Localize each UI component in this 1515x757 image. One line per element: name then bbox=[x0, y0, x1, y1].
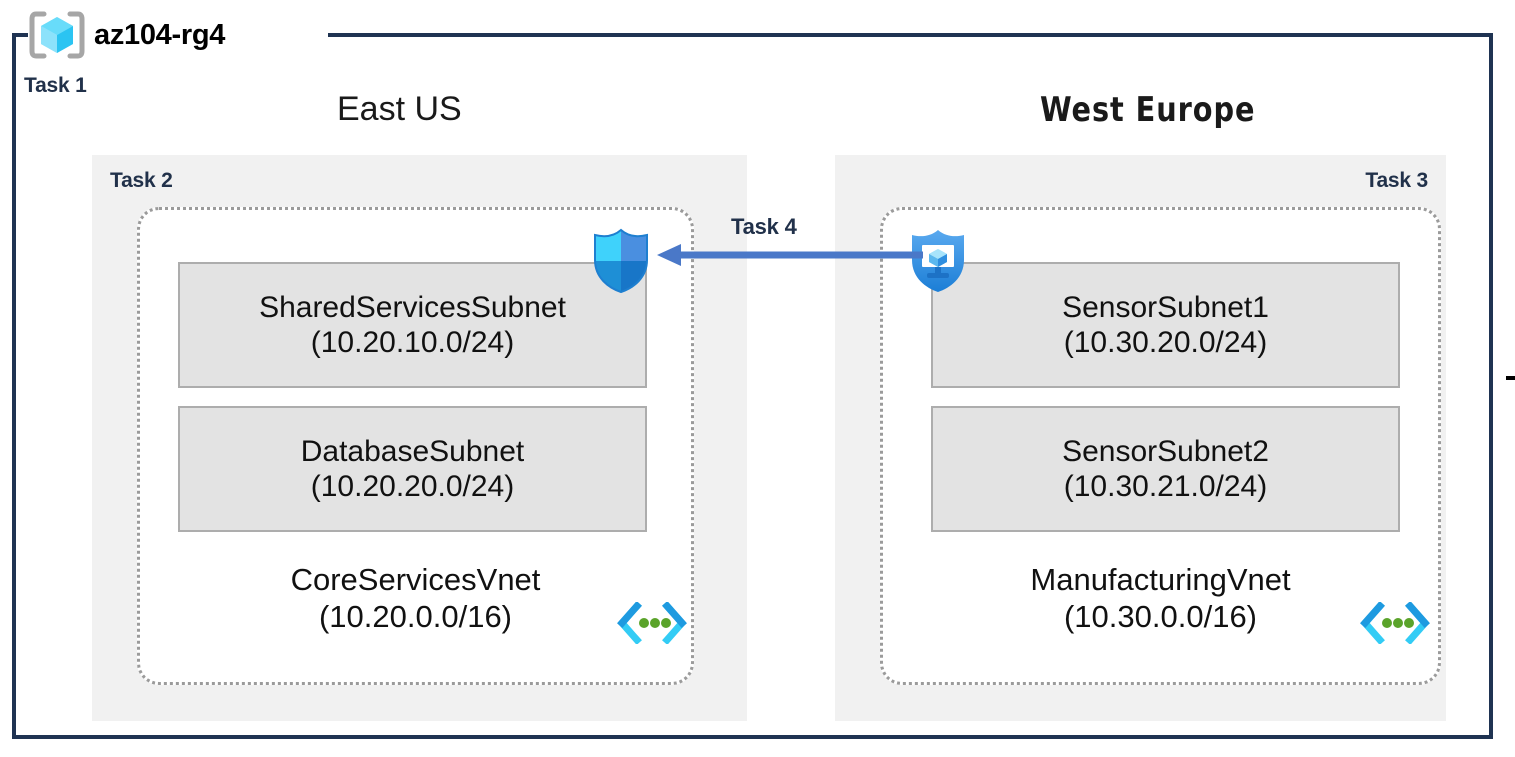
task-2-label: Task 2 bbox=[110, 169, 173, 192]
subnet-cidr: (10.20.10.0/24) bbox=[310, 326, 515, 359]
resource-group-header: az104-rg4 bbox=[28, 11, 225, 59]
subnet-database: DatabaseSubnet (10.20.20.0/24) bbox=[178, 406, 647, 532]
subnet-name: DatabaseSubnet bbox=[300, 434, 525, 468]
edge-tick-mark bbox=[1506, 376, 1515, 380]
vnet-core-services: SharedServicesSubnet (10.20.10.0/24) Dat… bbox=[137, 207, 694, 685]
task-1-label: Task 1 bbox=[24, 74, 87, 97]
virtual-network-icon bbox=[617, 601, 687, 645]
vnet-cidr: (10.20.0.0/16) bbox=[318, 598, 513, 634]
vnet-caption-manufacturing: ManufacturingVnet (10.30.0.0/16) bbox=[883, 562, 1438, 635]
vnet-caption-core-services: CoreServicesVnet (10.20.0.0/16) bbox=[140, 562, 691, 635]
subnet-name: SensorSubnet1 bbox=[1062, 290, 1269, 324]
vnet-name: ManufacturingVnet bbox=[1030, 562, 1291, 597]
subnet-shared-services: SharedServicesSubnet (10.20.10.0/24) bbox=[178, 262, 647, 388]
virtual-network-icon bbox=[1360, 601, 1430, 645]
subnet-cidr: (10.30.21.0/24) bbox=[1063, 470, 1268, 503]
region-title-east-us: East US bbox=[337, 90, 462, 128]
resource-group-title: az104-rg4 bbox=[94, 18, 226, 51]
region-panel-west-europe: Task 3 SensorSubnet1 (10.30.20.0/24) Sen… bbox=[835, 155, 1446, 721]
vnet-cidr: (10.30.0.0/16) bbox=[1063, 598, 1258, 634]
subnet-cidr: (10.30.20.0/24) bbox=[1063, 326, 1268, 359]
subnet-name: SensorSubnet2 bbox=[1062, 434, 1269, 468]
virtual-machine-shield-icon bbox=[908, 228, 968, 294]
task-3-label: Task 3 bbox=[1365, 169, 1428, 192]
vnet-manufacturing: SensorSubnet1 (10.30.20.0/24) SensorSubn… bbox=[880, 207, 1441, 685]
task-4-label: Task 4 bbox=[731, 214, 797, 239]
resource-group-title-gap bbox=[28, 18, 328, 52]
vnet-name: CoreServicesVnet bbox=[290, 562, 541, 597]
subnet-name: SharedServicesSubnet bbox=[259, 290, 566, 324]
region-title-west-europe: West Europe bbox=[1040, 90, 1256, 130]
peering-arrow-icon bbox=[655, 233, 923, 277]
resource-group-frame bbox=[12, 33, 1493, 739]
subnet-sensor-2: SensorSubnet2 (10.30.21.0/24) bbox=[931, 406, 1400, 532]
resource-group-cube-icon bbox=[28, 11, 86, 59]
subnet-cidr: (10.20.20.0/24) bbox=[310, 470, 515, 503]
subnet-sensor-1: SensorSubnet1 (10.30.20.0/24) bbox=[931, 262, 1400, 388]
region-panel-east-us: Task 2 SharedServicesSubnet (10.20.10.0/… bbox=[92, 155, 747, 721]
network-security-group-shield-icon bbox=[591, 228, 651, 294]
